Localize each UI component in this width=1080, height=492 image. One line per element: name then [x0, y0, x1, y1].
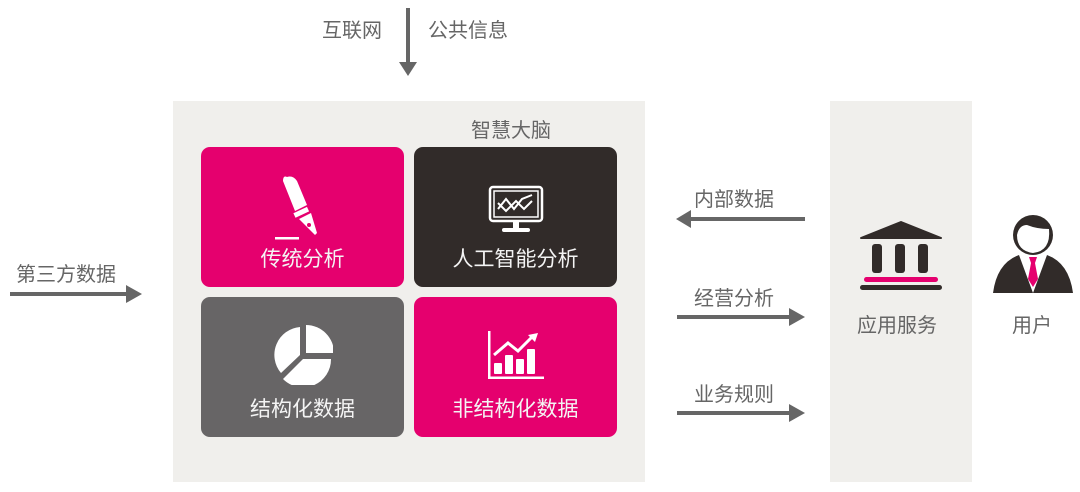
bar-chart-trend-icon [487, 331, 544, 379]
third-party-data-label: 第三方数据 [16, 262, 116, 286]
user-label: 用户 [1012, 313, 1052, 337]
left-arrow-icon [676, 210, 805, 228]
tile-structured-data: 结构化数据 [201, 297, 404, 437]
flow-business-rules-label: 业务规则 [694, 382, 774, 406]
tile-label: 非结构化数据 [452, 397, 579, 421]
tile-unstructured-data: 非结构化数据 [414, 297, 617, 437]
tile-label: 人工智能分析 [452, 247, 579, 271]
fountain-pen-icon [274, 176, 317, 240]
flow-business-analysis-label: 经营分析 [694, 286, 774, 310]
application-service-panel: 应用服务 [830, 101, 972, 482]
source-internet-label: 互联网 [322, 18, 382, 42]
down-arrow-icon [399, 8, 417, 76]
smart-brain-title: 智慧大脑 [471, 118, 551, 142]
tile-label: 传统分析 [260, 247, 345, 271]
businessman-icon [993, 215, 1073, 293]
bank-building-icon [860, 221, 942, 290]
right-arrow-icon [677, 308, 805, 326]
source-public-info-label: 公共信息 [428, 18, 508, 42]
tile-label: 结构化数据 [250, 397, 355, 421]
flow-internal-data-label: 内部数据 [694, 187, 774, 211]
smart-brain-panel: 智慧大脑 传统分析 人工智能分析 结构化数据 [173, 101, 645, 482]
right-arrow-icon [10, 285, 142, 303]
tile-traditional-analysis: 传统分析 [201, 147, 404, 287]
right-arrow-icon [677, 404, 805, 422]
tile-ai-analysis: 人工智能分析 [414, 147, 617, 287]
pie-chart-icon [273, 325, 333, 385]
application-service-label: 应用服务 [857, 313, 937, 337]
monitor-chart-icon [488, 185, 543, 232]
